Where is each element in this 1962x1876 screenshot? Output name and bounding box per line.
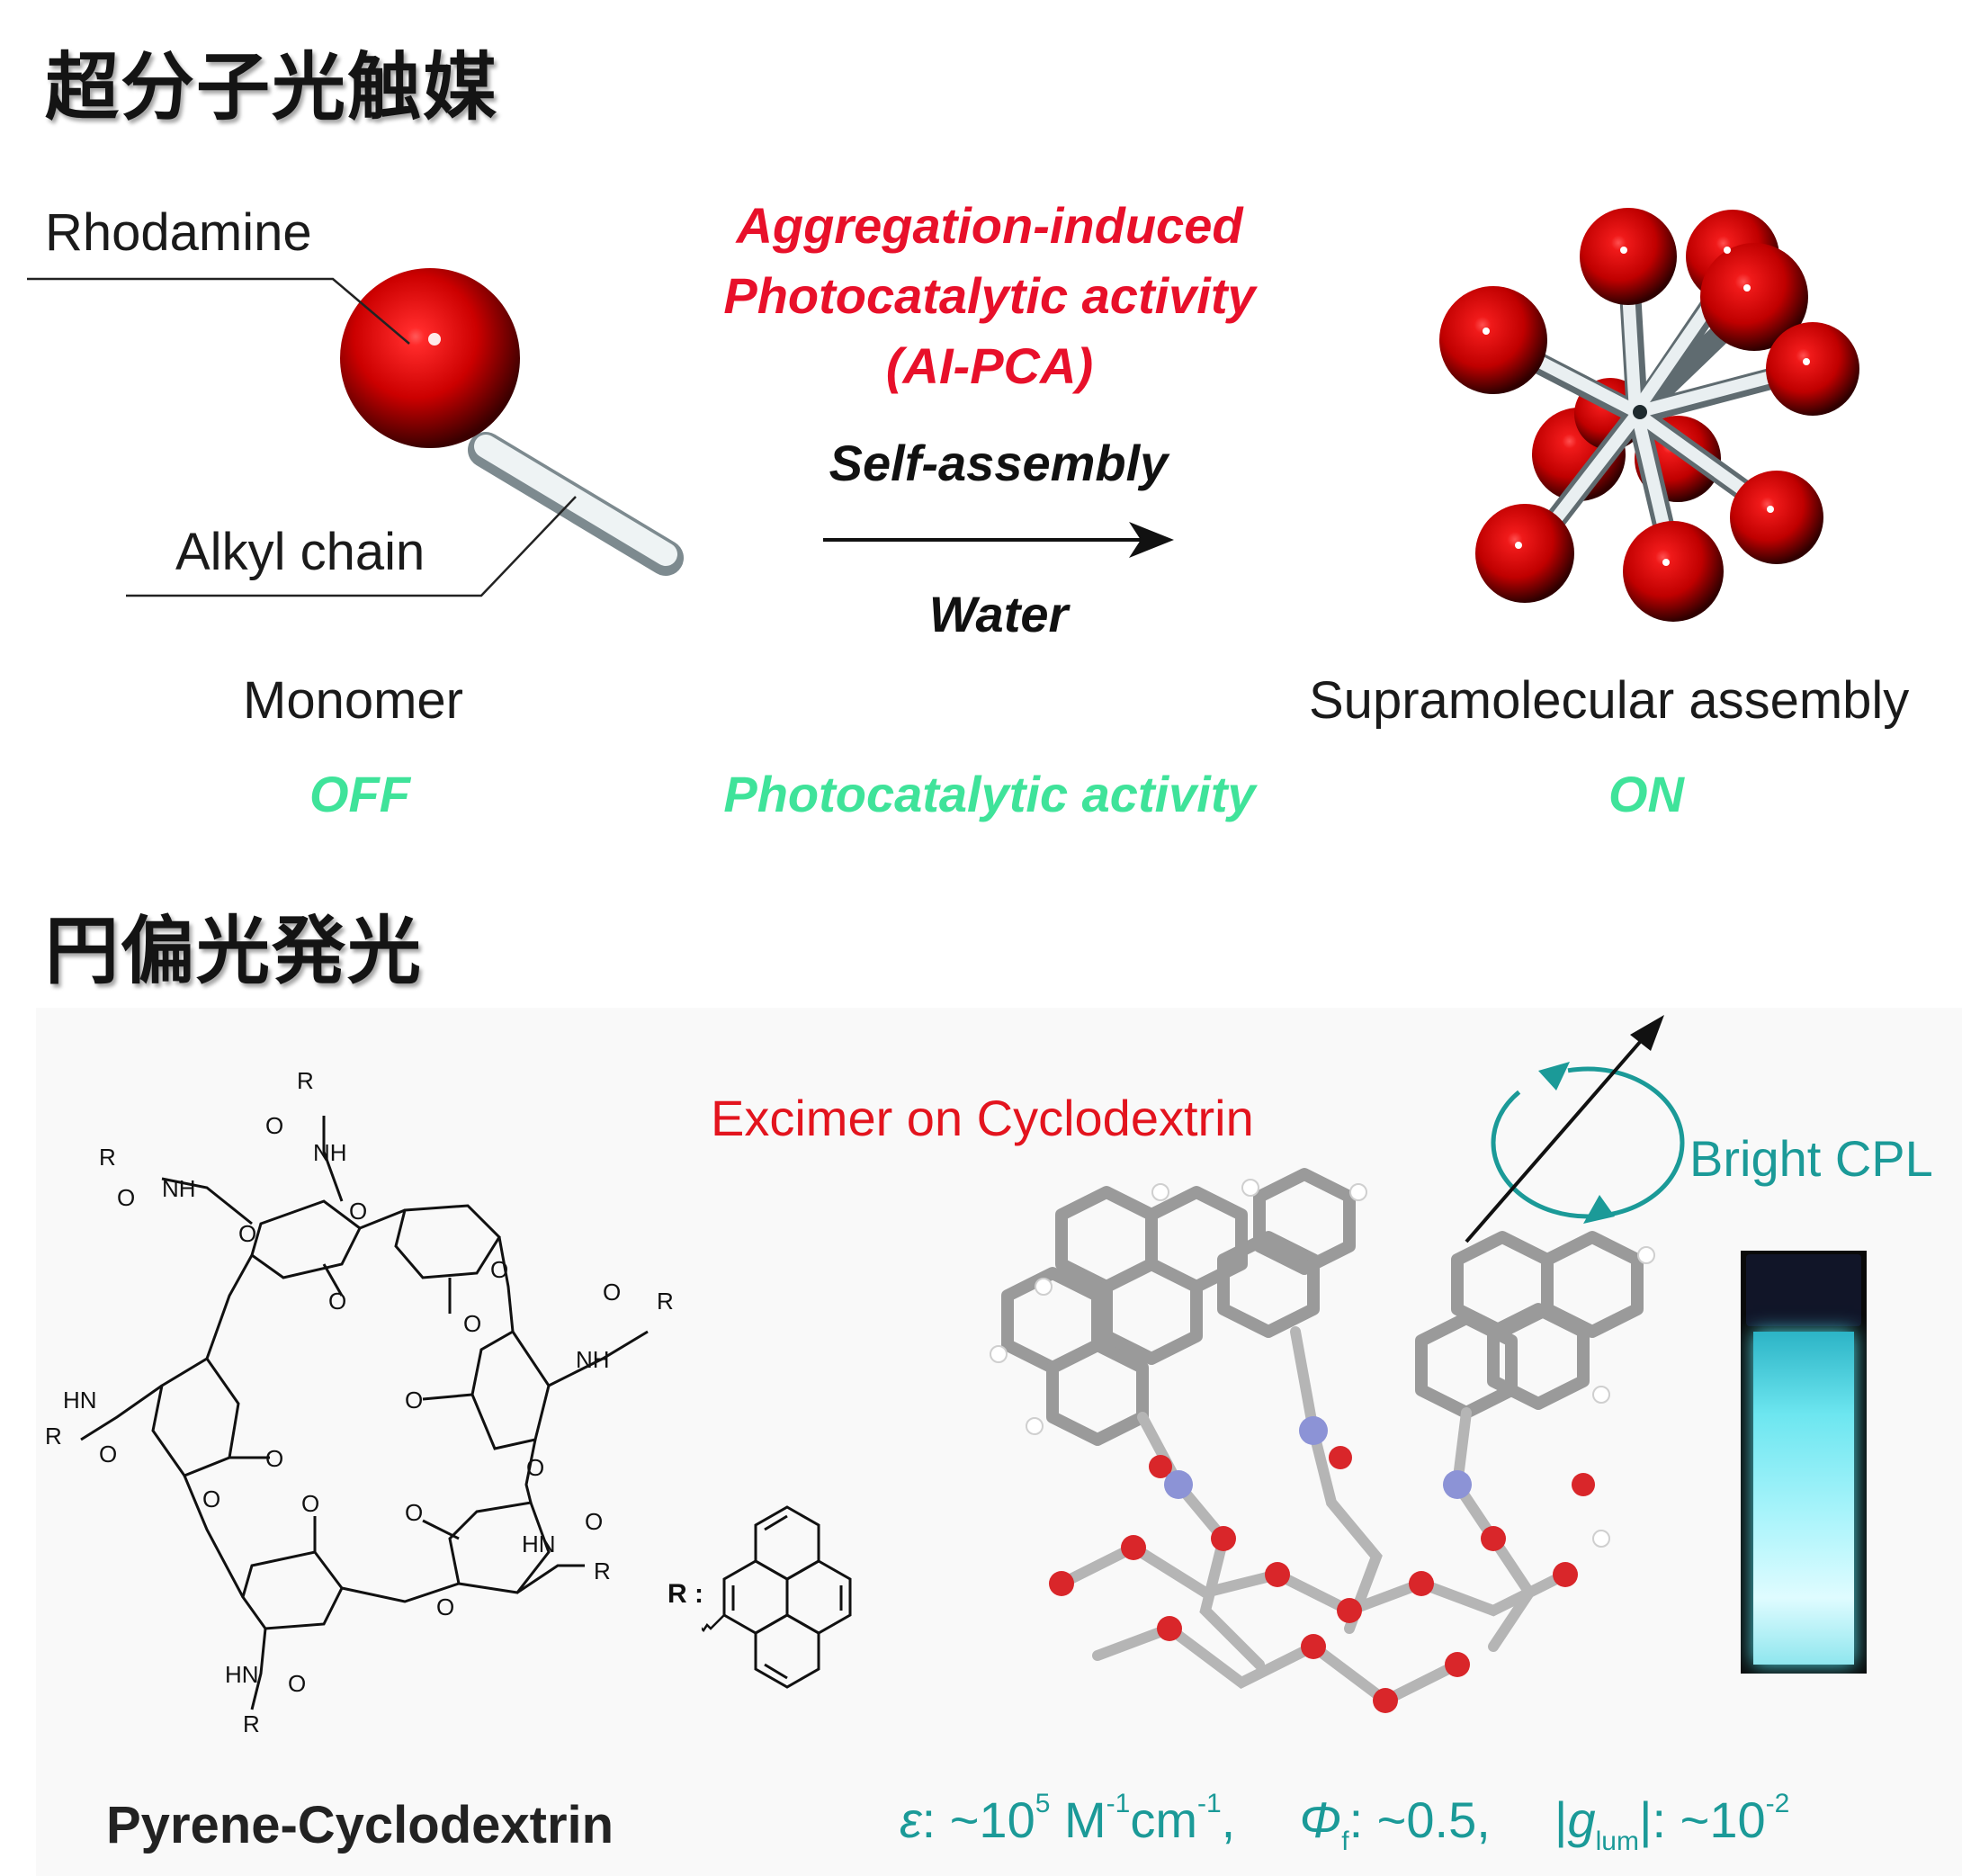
alkyl-leader (126, 496, 577, 597)
cpl-rotation-icon (1465, 1015, 1685, 1243)
g-value: : ~10 (1652, 1791, 1766, 1848)
water-label: Water (928, 586, 1069, 642)
g-symbol: g (1567, 1791, 1596, 1848)
section2-title: 円偏光発光 (45, 909, 424, 994)
svg-text:O: O (490, 1256, 508, 1283)
epsilon-prefix: : ~10 (921, 1791, 1035, 1848)
svg-text:O: O (405, 1387, 423, 1414)
epsilon-exp: 5 (1035, 1789, 1051, 1818)
excimer-molecular-model (990, 1168, 1655, 1713)
svg-text:R: R (243, 1710, 260, 1737)
svg-text:HN: HN (225, 1661, 259, 1688)
section1-title: 超分子光触媒 (45, 45, 499, 130)
svg-text:R: R (657, 1288, 674, 1315)
g-sub: lum (1595, 1827, 1639, 1856)
aipca-line1: Aggregation-induced (736, 197, 1243, 254)
aipca-line2: Photocatalytic activity (723, 267, 1256, 324)
svg-text:O: O (202, 1486, 220, 1512)
svg-text:O: O (463, 1310, 481, 1337)
photophysical-properties: ε: ~105 M-1cm-1, Φf: ~0.5, |glum|: ~10-2 (900, 1789, 1790, 1855)
phi-value: : ~0.5, (1348, 1791, 1491, 1848)
epsilon-unit-cm: cm (1130, 1791, 1197, 1848)
reaction-arrow (823, 522, 1174, 558)
off-label: OFF (309, 766, 410, 822)
bright-cpl-label: Bright CPL (1689, 1130, 1933, 1187)
epsilon-unit-exp2: -1 (1196, 1789, 1222, 1818)
cuvette-photo (1741, 1251, 1867, 1674)
g-exp: -2 (1765, 1789, 1790, 1818)
svg-text:R: R (594, 1557, 611, 1584)
svg-text:O: O (585, 1508, 603, 1535)
epsilon-unit-exp1: -1 (1106, 1789, 1131, 1818)
rhodamine-sphere (340, 268, 520, 448)
pyrene-cyclodextrin-label: Pyrene-Cyclodextrin (106, 1796, 614, 1854)
rhodamine-leader (27, 277, 410, 345)
svg-text:O: O (349, 1198, 367, 1225)
svg-text:R: R (99, 1144, 116, 1171)
svg-text:O: O (265, 1445, 283, 1472)
svg-text:O: O (238, 1220, 256, 1247)
on-label: ON (1608, 766, 1684, 822)
phi-symbol: Φ (1299, 1791, 1342, 1848)
cuvette-cap (1746, 1254, 1861, 1326)
svg-text:O: O (288, 1670, 306, 1697)
monomer-label: Monomer (243, 671, 463, 730)
svg-text:O: O (117, 1184, 135, 1211)
svg-text:O: O (405, 1499, 423, 1526)
svg-text:O: O (436, 1593, 454, 1620)
svg-text:NH: NH (313, 1139, 347, 1166)
svg-text:R: R (297, 1067, 314, 1094)
g-bar-close: | (1638, 1791, 1653, 1848)
pyrene-structure (702, 1505, 852, 1689)
supramolecular-assembly-label: Supramolecular assembly (1309, 671, 1910, 730)
svg-text:HN: HN (63, 1387, 97, 1414)
svg-text:O: O (99, 1441, 117, 1468)
phi-sub: f (1341, 1827, 1349, 1856)
rhodamine-label: Rhodamine (45, 203, 312, 262)
section2-panel (36, 1008, 1962, 1876)
svg-text:O: O (265, 1112, 283, 1139)
supramolecular-assembly-illustration (1439, 208, 1859, 622)
monomer-illustration (27, 268, 684, 597)
excimer-label: Excimer on Cyclodextrin (711, 1090, 1254, 1146)
svg-text:O: O (526, 1454, 544, 1481)
self-assembly-label: Self-assembly (829, 435, 1169, 491)
alkyl-chain-label: Alkyl chain (175, 523, 426, 581)
epsilon-symbol: ε (900, 1791, 922, 1848)
photocatalytic-activity-label: Photocatalytic activity (723, 766, 1256, 822)
g-bar-open: | (1554, 1791, 1568, 1848)
r-label: R : (667, 1579, 703, 1609)
svg-text:O: O (328, 1288, 346, 1315)
svg-text:HN: HN (522, 1530, 556, 1557)
svg-text:R: R (45, 1423, 62, 1450)
epsilon-unit-m: M (1050, 1791, 1106, 1848)
svg-text:NH: NH (162, 1175, 196, 1202)
separator-1: , (1221, 1791, 1236, 1848)
cuvette-glow (1753, 1332, 1854, 1665)
svg-text:O: O (603, 1279, 621, 1306)
svg-text:O: O (301, 1490, 319, 1517)
svg-text:NH: NH (576, 1346, 610, 1373)
aipca-line3: (AI-PCA) (885, 337, 1094, 394)
